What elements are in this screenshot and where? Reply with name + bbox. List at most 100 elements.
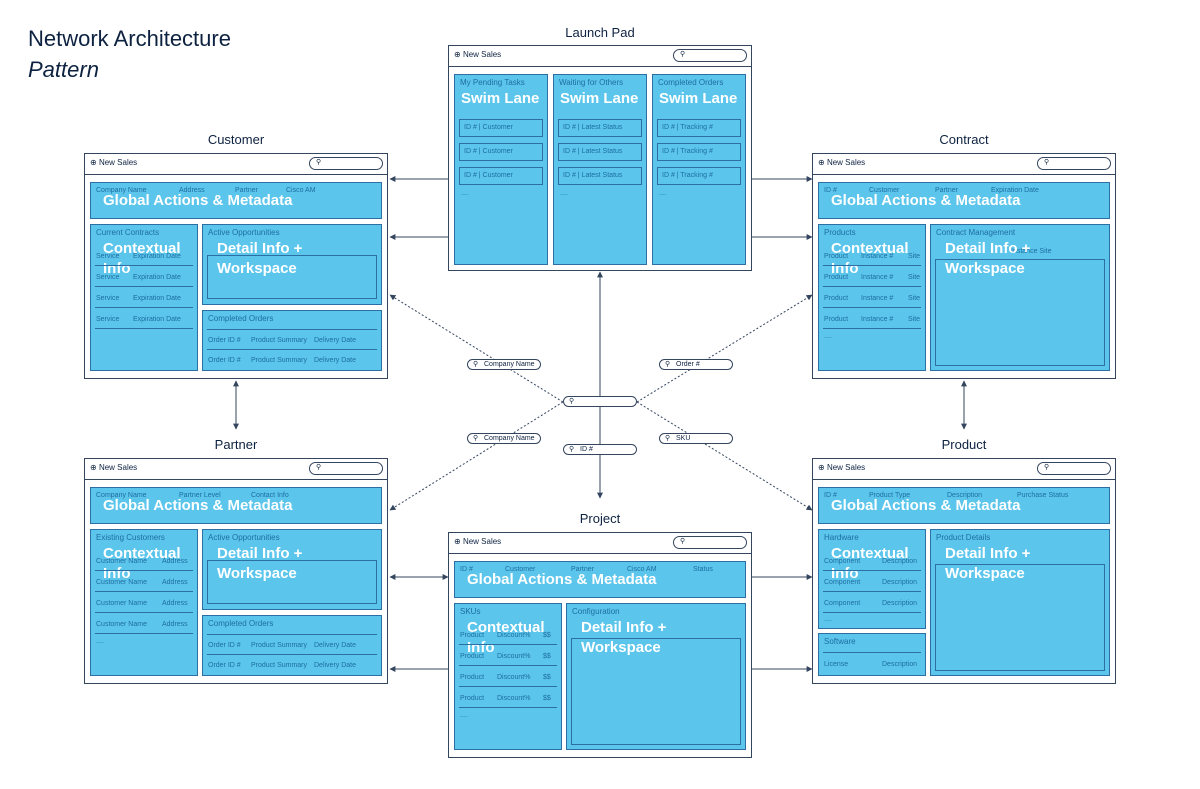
new-sales-button[interactable]: ⊕ New Sales bbox=[818, 463, 866, 472]
swim-lane-heading: Swim Lane bbox=[461, 90, 540, 107]
project-global-actions[interactable]: ID # Customer Partner Cisco AM Status Gl… bbox=[454, 561, 746, 598]
search-icon: ⚲ bbox=[680, 538, 686, 545]
lane-row[interactable]: ID # | Latest Status bbox=[558, 167, 642, 185]
search-central[interactable]: ⚲ bbox=[563, 396, 637, 407]
search-input[interactable]: ⚲ bbox=[309, 157, 383, 170]
partner-detail-workspace[interactable]: Active Opportunities Detail Info + Works… bbox=[202, 529, 382, 610]
customer-completed-orders[interactable]: Completed Orders Order ID #Product Summa… bbox=[202, 310, 382, 371]
contract-detail-workspace[interactable]: Contract Management Instance Site Detail… bbox=[930, 224, 1110, 371]
lane-row[interactable]: ID # | Customer bbox=[459, 143, 543, 161]
search-company-name-bottom[interactable]: ⚲Company Name bbox=[467, 433, 541, 444]
search-icon: ⚲ bbox=[316, 464, 322, 471]
workspace-area[interactable] bbox=[935, 564, 1105, 671]
partner-contextual-info[interactable]: Existing Customers Contextual Info Custo… bbox=[90, 529, 198, 676]
search-input[interactable]: ⚲ bbox=[673, 49, 747, 62]
search-icon: ⚲ bbox=[316, 159, 322, 166]
project-window: ⊕ New Sales ⚲ ID # Customer Partner Cisc… bbox=[448, 532, 752, 758]
swim-lane-completed[interactable]: Completed Orders Swim Lane ID # | Tracki… bbox=[652, 74, 746, 265]
more-indicator: .... bbox=[460, 712, 468, 719]
link-search-product bbox=[636, 401, 813, 511]
search-order-number[interactable]: ⚲Order # bbox=[659, 359, 733, 370]
workspace-area[interactable] bbox=[207, 560, 377, 604]
global-actions-heading: Global Actions & Metadata bbox=[103, 192, 293, 209]
customer-detail-workspace[interactable]: Active Opportunities Detail Info + Works… bbox=[202, 224, 382, 305]
product-toolbar: ⊕ New Sales ⚲ bbox=[813, 459, 1115, 480]
new-sales-button[interactable]: ⊕ New Sales bbox=[90, 463, 138, 472]
lane-row[interactable]: ID # | Tracking # bbox=[657, 143, 741, 161]
partner-completed-orders[interactable]: Completed Orders Order ID #Product Summa… bbox=[202, 615, 382, 676]
lane-label: Waiting for Others bbox=[559, 78, 624, 87]
partner-title: Partner bbox=[214, 437, 258, 452]
lane-row[interactable]: ID # | Tracking # bbox=[657, 167, 741, 185]
lane-row[interactable]: ID # | Customer bbox=[459, 119, 543, 137]
new-sales-button[interactable]: ⊕ New Sales bbox=[454, 50, 502, 59]
customer-contextual-info[interactable]: Current Contracts Contextual Info Servic… bbox=[90, 224, 198, 371]
new-sales-button[interactable]: ⊕ New Sales bbox=[454, 537, 502, 546]
workspace-area[interactable] bbox=[571, 638, 741, 745]
detail-heading: Detail Info + Workspace bbox=[581, 619, 667, 656]
lane-row[interactable]: ID # | Latest Status bbox=[558, 119, 642, 137]
contextual-heading: Contextual Info bbox=[103, 240, 181, 277]
more-indicator: .... bbox=[659, 190, 667, 197]
contextual-heading: Contextual Info bbox=[831, 240, 909, 277]
customer-window: ⊕ New Sales ⚲ Company Name Address Partn… bbox=[84, 153, 388, 379]
customer-toolbar: ⊕ New Sales ⚲ bbox=[85, 154, 387, 175]
diagram-subtitle: Pattern bbox=[28, 57, 99, 82]
contract-toolbar: ⊕ New Sales ⚲ bbox=[813, 154, 1115, 175]
swim-lane-heading: Swim Lane bbox=[560, 90, 639, 107]
detail-heading: Detail Info + Workspace bbox=[217, 545, 303, 582]
more-indicator: .... bbox=[824, 333, 832, 340]
lane-row[interactable]: ID # | Customer bbox=[459, 167, 543, 185]
lane-label: My Pending Tasks bbox=[460, 78, 525, 87]
search-icon: ⚲ bbox=[569, 446, 575, 453]
search-id[interactable]: ⚲ID # bbox=[563, 444, 637, 455]
link-search-contract bbox=[636, 294, 813, 403]
swim-lane-pending[interactable]: My Pending Tasks Swim Lane ID # | Custom… bbox=[454, 74, 548, 265]
workspace-area[interactable] bbox=[207, 255, 377, 299]
contract-title: Contract bbox=[939, 132, 989, 147]
product-detail-workspace[interactable]: Product Details Detail Info + Workspace bbox=[930, 529, 1110, 676]
swim-lane-waiting[interactable]: Waiting for Others Swim Lane ID # | Late… bbox=[553, 74, 647, 265]
search-input[interactable]: ⚲ bbox=[309, 462, 383, 475]
link-search-customer bbox=[389, 294, 564, 403]
detail-heading: Detail Info + Workspace bbox=[945, 545, 1031, 582]
lane-label: Completed Orders bbox=[658, 78, 724, 87]
swim-lane-heading: Swim Lane bbox=[659, 90, 738, 107]
more-indicator: .... bbox=[560, 190, 568, 197]
project-toolbar: ⊕ New Sales ⚲ bbox=[449, 533, 751, 554]
contract-window: ⊕ New Sales ⚲ ID # Customer Partner Expi… bbox=[812, 153, 1116, 379]
product-window: ⊕ New Sales ⚲ ID # Product Type Descript… bbox=[812, 458, 1116, 684]
product-global-actions[interactable]: ID # Product Type Description Purchase S… bbox=[818, 487, 1110, 524]
contract-global-actions[interactable]: ID # Customer Partner Expiration Date Gl… bbox=[818, 182, 1110, 219]
more-indicator: .... bbox=[824, 616, 832, 623]
new-sales-button[interactable]: ⊕ New Sales bbox=[90, 158, 138, 167]
customer-global-actions[interactable]: Company Name Address Partner Cisco AM Gl… bbox=[90, 182, 382, 219]
detail-heading: Detail Info + Workspace bbox=[217, 240, 303, 277]
search-input[interactable]: ⚲ bbox=[1037, 157, 1111, 170]
search-company-name-top[interactable]: ⚲Company Name bbox=[467, 359, 541, 370]
partner-global-actions[interactable]: Company Name Partner Level Contact Info … bbox=[90, 487, 382, 524]
project-title: Project bbox=[579, 511, 621, 526]
search-input[interactable]: ⚲ bbox=[673, 536, 747, 549]
search-sku[interactable]: ⚲SKU bbox=[659, 433, 733, 444]
more-indicator: .... bbox=[461, 190, 469, 197]
launch-pad-title: Launch Pad bbox=[565, 25, 635, 40]
lane-row[interactable]: ID # | Tracking # bbox=[657, 119, 741, 137]
partner-toolbar: ⊕ New Sales ⚲ bbox=[85, 459, 387, 480]
project-detail-workspace[interactable]: Configuration Detail Info + Workspace bbox=[566, 603, 746, 750]
contextual-heading: Contextual Info bbox=[831, 545, 909, 582]
partner-window: ⊕ New Sales ⚲ Company Name Partner Level… bbox=[84, 458, 388, 684]
global-actions-heading: Global Actions & Metadata bbox=[103, 497, 293, 514]
search-input[interactable]: ⚲ bbox=[1037, 462, 1111, 475]
new-sales-button[interactable]: ⊕ New Sales bbox=[818, 158, 866, 167]
search-icon: ⚲ bbox=[473, 361, 479, 368]
contextual-heading: Contextual Info bbox=[103, 545, 181, 582]
link-search-partner bbox=[389, 401, 564, 511]
workspace-area[interactable] bbox=[935, 259, 1105, 366]
lane-row[interactable]: ID # | Latest Status bbox=[558, 143, 642, 161]
launch-pad-window: ⊕ New Sales ⚲ My Pending Tasks Swim Lane… bbox=[448, 45, 752, 271]
